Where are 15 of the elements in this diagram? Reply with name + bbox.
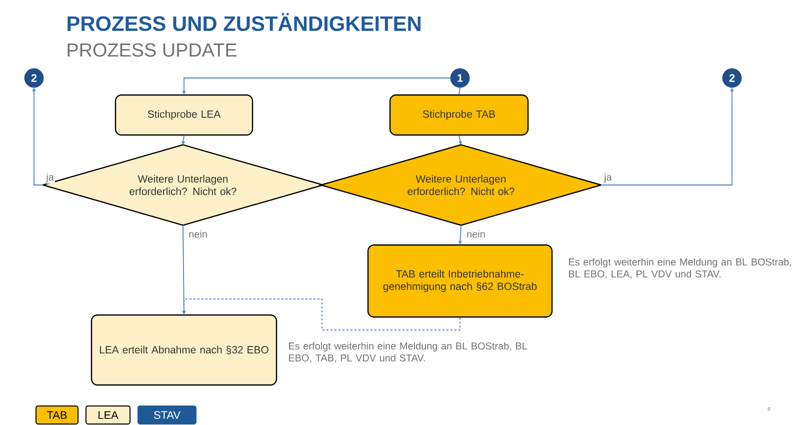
edge-label: nein bbox=[466, 229, 486, 239]
edge-label: nein bbox=[188, 229, 208, 239]
edge-label: ja bbox=[603, 172, 613, 184]
legend-item: STAV bbox=[138, 406, 196, 424]
process-box: Stichprobe TAB bbox=[389, 94, 529, 136]
title: PROZESS UND ZUSTÄNDIGKEITEN bbox=[68, 12, 420, 32]
process-box: Stichprobe LEA bbox=[114, 94, 254, 136]
process-box: TAB erteilt Inbetriebnahme-genehmigung nach §62 BOStrab bbox=[367, 244, 553, 318]
edge-label: ja bbox=[45, 172, 55, 184]
legend-item: LEA bbox=[86, 406, 130, 424]
process-box: LEA erteilt Abnahme nach §32 EBO bbox=[90, 314, 278, 386]
subtitle: PROZESS UPDATE bbox=[68, 43, 236, 57]
legend-item: TAB bbox=[36, 406, 78, 424]
note-text: Es erfolgt weiterhin eine Meldung an BL BOStrab, BL EBO, LEA, PL VDV und STAV. bbox=[569, 258, 791, 279]
note-text: Es erfolgt weiterhin eine Meldung an BL BOStrab, BL EBO, TAB, PL VDV und STAV. bbox=[289, 342, 528, 363]
